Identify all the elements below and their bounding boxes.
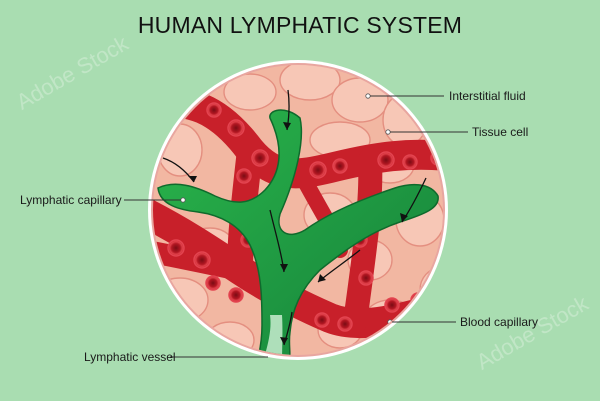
label-interstitial-fluid: Interstitial fluid (449, 89, 526, 103)
lymph-network-shape (157, 109, 439, 355)
label-tissue-cell: Tissue cell (472, 125, 529, 139)
label-lymphatic-capillary: Lymphatic capillary (20, 193, 122, 207)
arrow-heads (188, 122, 408, 345)
page-title: HUMAN LYMPHATIC SYSTEM (137, 12, 463, 38)
label-blood-capillary: Blood capillary (460, 315, 539, 329)
label-lymphatic-vessel: Lymphatic vessel (84, 350, 176, 364)
magnified-tissue (153, 65, 443, 355)
leader-lines (124, 95, 468, 358)
